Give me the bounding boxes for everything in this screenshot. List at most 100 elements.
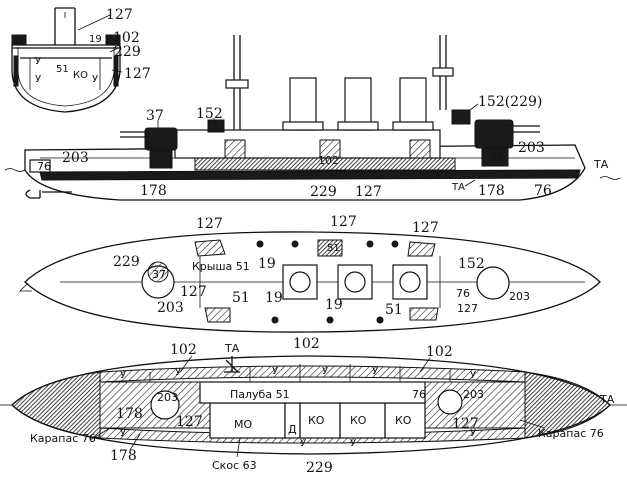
section-label-u2: У xyxy=(35,74,41,85)
profile-label-203b: 203 xyxy=(518,140,545,156)
deck-label-ko1: КО xyxy=(308,414,325,427)
profile-label-229: 229 xyxy=(310,184,337,200)
leader-d102a xyxy=(179,355,193,373)
plan-aft-turret xyxy=(476,266,510,300)
section-label-ko: КО xyxy=(73,70,88,81)
plan-label-229: 229 xyxy=(113,254,140,270)
section-label-127: 127 xyxy=(106,7,133,23)
boiler-rooms xyxy=(284,402,426,439)
deck-label-carapace-r: Карапас 76 xyxy=(538,427,604,440)
profile-label-127: 127 xyxy=(355,184,382,200)
section-label-u1: У xyxy=(35,56,41,67)
deck-label-229: 229 xyxy=(306,460,333,476)
waterline-marks xyxy=(4,168,621,180)
plan-label-203b: 203 xyxy=(509,290,530,303)
funnel-2 xyxy=(344,77,372,131)
section-label-229: 229 xyxy=(114,44,141,60)
plan-fitting-4 xyxy=(391,240,399,248)
deck-label-u-h: У xyxy=(300,438,306,449)
plan-fitting-3 xyxy=(366,240,374,248)
section-casemate-left xyxy=(11,34,27,46)
deck-label-127b: 127 xyxy=(452,416,479,432)
fore-turret xyxy=(144,127,178,151)
plan-fitting-1 xyxy=(256,240,264,248)
plan-label-76: 76 xyxy=(456,287,470,300)
profile-belt xyxy=(39,169,581,181)
plan-label-51-top: 51 xyxy=(327,243,340,254)
plan-stem xyxy=(19,282,32,292)
plan-label-roof: Крыша 51 xyxy=(192,260,250,273)
plan-label-127a: 127 xyxy=(196,216,223,232)
side-profile: 37 152 152(229) 203 76 102 178 229 127 7… xyxy=(4,35,621,201)
profile-casemate-1 xyxy=(224,139,246,159)
plan-label-203a: 203 xyxy=(157,300,184,316)
deck-label-102a: 102 xyxy=(170,342,197,358)
profile-label-152: 152 xyxy=(196,106,223,122)
leader-carapace-l xyxy=(89,427,111,441)
leader-ta-mid xyxy=(464,179,476,187)
plan-fitting-2 xyxy=(291,240,299,248)
section-funnel xyxy=(54,7,76,45)
section-label-102: 102 xyxy=(113,30,140,46)
profile-label-76b: 76 xyxy=(490,151,504,164)
profile-label-102: 102 xyxy=(318,154,339,167)
deck-label-u-g: У xyxy=(120,428,126,439)
plan-label-19b: 19 xyxy=(265,290,283,306)
deck-label-51: Палуба 51 xyxy=(230,388,290,401)
plan-casemate-port-aft xyxy=(409,307,439,321)
funnel-3-base xyxy=(392,121,434,131)
deck-label-178: 178 xyxy=(116,406,143,422)
profile-label-ta-right: ТА xyxy=(593,158,609,171)
profile-label-203a: 203 xyxy=(62,150,89,166)
plan-fitting-6 xyxy=(326,316,334,324)
deck-label-76: 76 xyxy=(412,388,426,401)
plan-label-37: 37 xyxy=(152,268,166,281)
fore-mast-top xyxy=(225,79,249,89)
plan-label-127e: 127 xyxy=(457,302,478,315)
funnel-2-base xyxy=(337,121,379,131)
plan-label-19a: 19 xyxy=(258,256,276,272)
deck-torpedo-tube xyxy=(224,356,240,373)
profile-label-37: 37 xyxy=(146,108,164,124)
leader-102 xyxy=(105,35,113,41)
deck-label-u-c: У xyxy=(272,366,278,377)
upper-deck-plan: 127 127 127 51 229 37 Крыша 51 19 152 12… xyxy=(19,214,601,333)
aft-barbette xyxy=(481,147,509,167)
fore-conning-tower xyxy=(207,119,225,133)
deck-label-mo: МО xyxy=(234,418,252,431)
profile-superstructure xyxy=(174,129,441,159)
deck-label-ta-right: ТА xyxy=(599,393,615,406)
deck-label-203a: 203 xyxy=(157,391,178,404)
plan-label-51b: 51 xyxy=(232,290,250,306)
deck-label-d: Д xyxy=(288,423,297,436)
plan-casemate-fore xyxy=(194,239,226,257)
deck-label-ko3: КО xyxy=(395,414,412,427)
deck-label-102c: 102 xyxy=(426,344,453,360)
deck-label-203b: 203 xyxy=(463,388,484,401)
profile-label-178b: 178 xyxy=(478,183,505,199)
plan-funnel-1-round xyxy=(289,271,311,293)
leader-b127 xyxy=(111,69,123,73)
fore-barbette xyxy=(149,149,173,169)
slope-top xyxy=(99,365,526,383)
deck-label-102b: 102 xyxy=(293,336,320,352)
plan-funnel-2-round xyxy=(344,271,366,293)
deck-fore-barbette xyxy=(150,390,180,420)
plan-label-127c: 127 xyxy=(412,220,439,236)
plan-label-127d: 127 xyxy=(180,284,207,300)
leader-slope xyxy=(236,437,241,458)
plan-fitting-7 xyxy=(376,316,384,324)
leader-229 xyxy=(109,47,119,53)
plan-casemate-aft xyxy=(407,241,436,257)
main-mast-top xyxy=(432,67,454,77)
profile-label-ta-mid: ТА xyxy=(451,182,465,193)
leader-d178b xyxy=(129,433,141,451)
torpedo-tube-bow xyxy=(25,189,72,199)
plan-funnel-3-round xyxy=(399,271,421,293)
profile-label-76a: 76 xyxy=(37,160,51,173)
plan-casemate-port-fore xyxy=(204,307,231,323)
section-hull xyxy=(11,44,121,113)
deck-label-carapace-l: Карапас 76 xyxy=(30,432,96,445)
deck-label-u-i: У xyxy=(350,438,356,449)
